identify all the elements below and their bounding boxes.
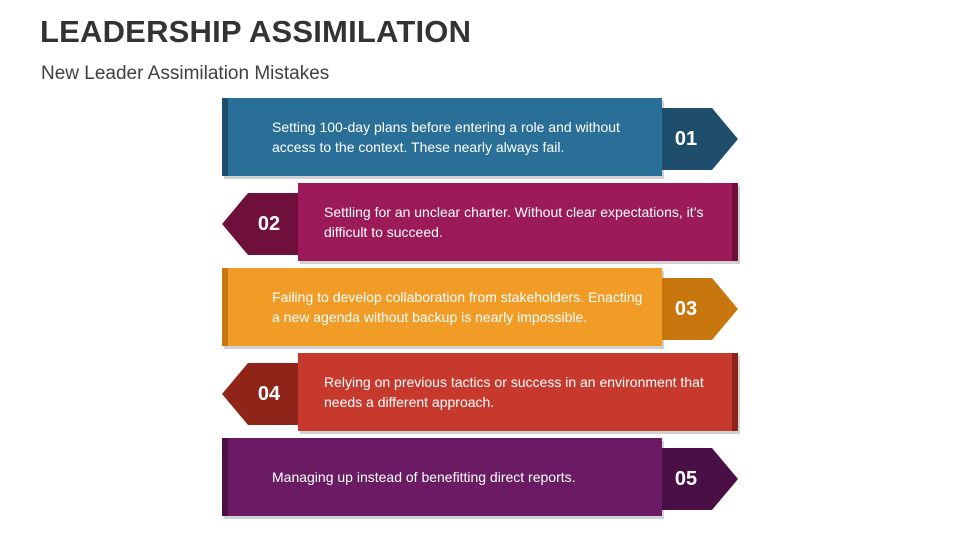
page-subtitle: New Leader Assimilation Mistakes	[41, 63, 330, 84]
step-04	[222, 353, 740, 434]
number-arrow	[222, 363, 298, 425]
number-arrow	[222, 193, 298, 255]
band-edge	[222, 438, 228, 516]
step-band	[298, 183, 738, 261]
step-number-05: 05	[674, 467, 698, 490]
step-text-05: Managing up instead of benefitting direc…	[272, 469, 576, 485]
page-title: LEADERSHIP ASSIMILATION	[40, 14, 472, 49]
band-edge	[222, 98, 228, 176]
step-text-02: Settling for an unclear charter. Without…	[324, 204, 704, 240]
band-edge	[732, 353, 738, 431]
step-band	[222, 268, 662, 346]
step-01	[222, 98, 738, 179]
band-edge	[222, 268, 228, 346]
number-arrow	[662, 278, 738, 340]
step-number-03: 03	[674, 297, 698, 320]
step-03	[222, 268, 738, 349]
step-number-02: 02	[257, 212, 281, 235]
step-text-04: Relying on previous tactics or success i…	[324, 374, 704, 410]
step-number-01: 01	[674, 127, 698, 150]
step-02	[222, 183, 740, 264]
number-arrow	[662, 108, 738, 170]
step-text-03: Failing to develop collaboration from st…	[272, 289, 643, 325]
step-band	[222, 98, 662, 176]
number-arrow	[662, 448, 738, 510]
step-band	[222, 438, 662, 516]
step-number-04: 04	[257, 382, 281, 405]
step-band	[298, 353, 738, 431]
band-edge	[732, 183, 738, 261]
step-text-01: Setting 100-day plans before entering a …	[272, 119, 620, 155]
step-05	[222, 438, 738, 519]
